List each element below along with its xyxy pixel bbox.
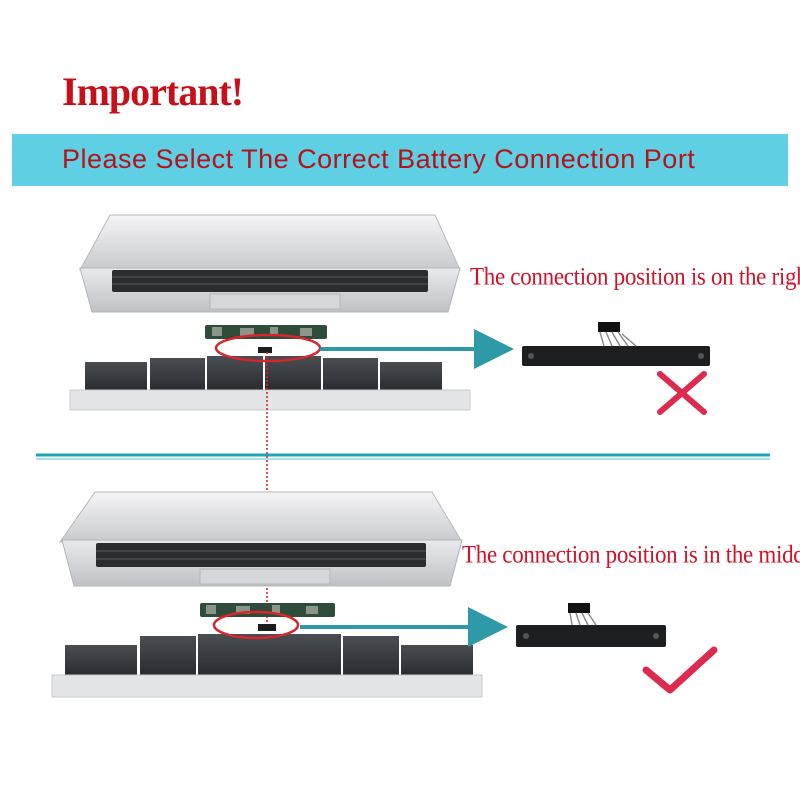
caption-right-position: The connection position is on the right (470, 262, 800, 290)
battery-middle-connector (516, 603, 666, 647)
laptop-exploded-view-bottom (51, 491, 483, 698)
page-title: Important! (62, 69, 244, 114)
section-divider (36, 453, 770, 460)
battery-right-connector (522, 322, 710, 366)
keyboard (112, 270, 428, 292)
battery-connector (258, 624, 276, 631)
laptop-lid (59, 491, 463, 543)
keyboard (96, 543, 426, 567)
instruction-banner: Please Select The Correct Battery Connec… (12, 134, 788, 186)
laptop-exploded-view-top (69, 214, 471, 411)
battery-pack (65, 634, 473, 675)
laptop-lid (79, 214, 461, 271)
caption-middle-position: The connection position is in the middle (462, 540, 800, 568)
battery-connector (258, 347, 272, 353)
cross-icon (657, 371, 707, 415)
logic-board (205, 325, 327, 339)
banner-text: Please Select The Correct Battery Connec… (62, 144, 696, 174)
trackpad (209, 293, 341, 310)
bottom-case (51, 674, 483, 698)
trackpad (199, 568, 331, 585)
connector-highlight (212, 610, 300, 640)
check-icon (642, 646, 718, 694)
bottom-case (69, 389, 471, 411)
